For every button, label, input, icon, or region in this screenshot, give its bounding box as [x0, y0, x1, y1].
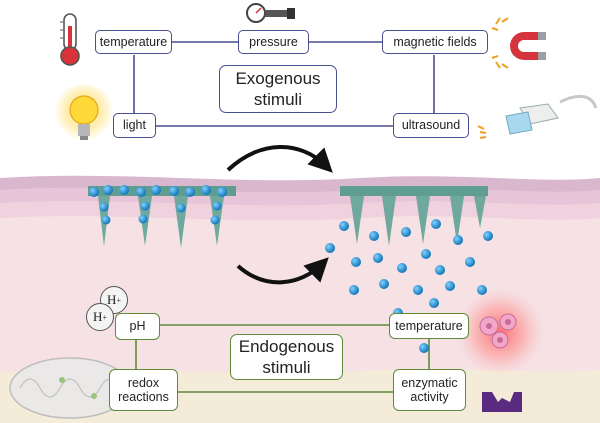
endo-ph-label: pH	[129, 319, 146, 334]
exogenous-title-line2: stimuli	[253, 90, 303, 109]
microneedle-patch-left	[88, 185, 236, 248]
endo-temperature-label: temperature	[395, 318, 463, 333]
endogenous-title-line2: stimuli	[262, 358, 311, 377]
hydrogen-ion-lower-charge: +	[102, 312, 107, 322]
endogenous-title-box: Endogenous stimuli	[230, 334, 343, 380]
exo-ultrasound-label: ultrasound	[401, 118, 461, 133]
exo-connectors	[133, 41, 435, 127]
hydrogen-ion-upper-charge: +	[116, 295, 121, 305]
ultrasound-probe-icon	[477, 94, 598, 139]
pressure-gauge-icon	[246, 3, 295, 23]
hydrogen-ion-upper-symbol: H	[107, 292, 117, 307]
endo-enzymatic-line1: enzymatic	[401, 375, 458, 390]
mitochondrion-icon	[9, 357, 131, 419]
exo-pressure-box: pressure	[238, 30, 309, 54]
endo-temperature-box: temperature	[389, 313, 469, 339]
hydrogen-ion-lower-symbol: H	[93, 309, 103, 324]
lower-arrow	[236, 257, 329, 285]
exo-light-label: light	[123, 118, 146, 133]
exo-ultrasound-box: ultrasound	[393, 113, 469, 138]
light-bulb-icon	[54, 84, 114, 144]
endo-redox-line2: reactions	[118, 390, 169, 404]
microneedle-patch-right	[340, 186, 488, 246]
endo-enzymatic-line2: activity	[410, 390, 449, 404]
exogenous-title-line1: Exogenous	[235, 68, 321, 88]
exo-magnetic-box: magnetic fields	[382, 30, 488, 54]
exo-temperature-label: temperature	[99, 34, 168, 49]
endo-connectors	[135, 324, 430, 393]
exo-light-box: light	[113, 113, 156, 138]
enzyme-icon	[482, 392, 522, 412]
upper-arrow	[226, 145, 333, 173]
exo-temperature-box: temperature	[95, 30, 172, 54]
endo-ph-box: pH	[115, 313, 160, 340]
endo-redox-box: redox reactions	[109, 369, 178, 411]
endo-enzymatic-box: enzymatic activity	[393, 369, 466, 411]
thermometer-icon	[60, 13, 80, 66]
inflamed-cells-icon	[456, 288, 544, 376]
exo-pressure-label: pressure	[249, 34, 298, 49]
hydrogen-ion-lower: H+	[86, 303, 114, 331]
exo-magnetic-label: magnetic fields	[393, 34, 477, 49]
endogenous-title-line1: Endogenous	[238, 336, 335, 356]
exogenous-title-box: Exogenous stimuli	[219, 65, 337, 113]
endo-redox-line1: redox	[127, 375, 160, 390]
magnet-icon	[491, 17, 546, 69]
